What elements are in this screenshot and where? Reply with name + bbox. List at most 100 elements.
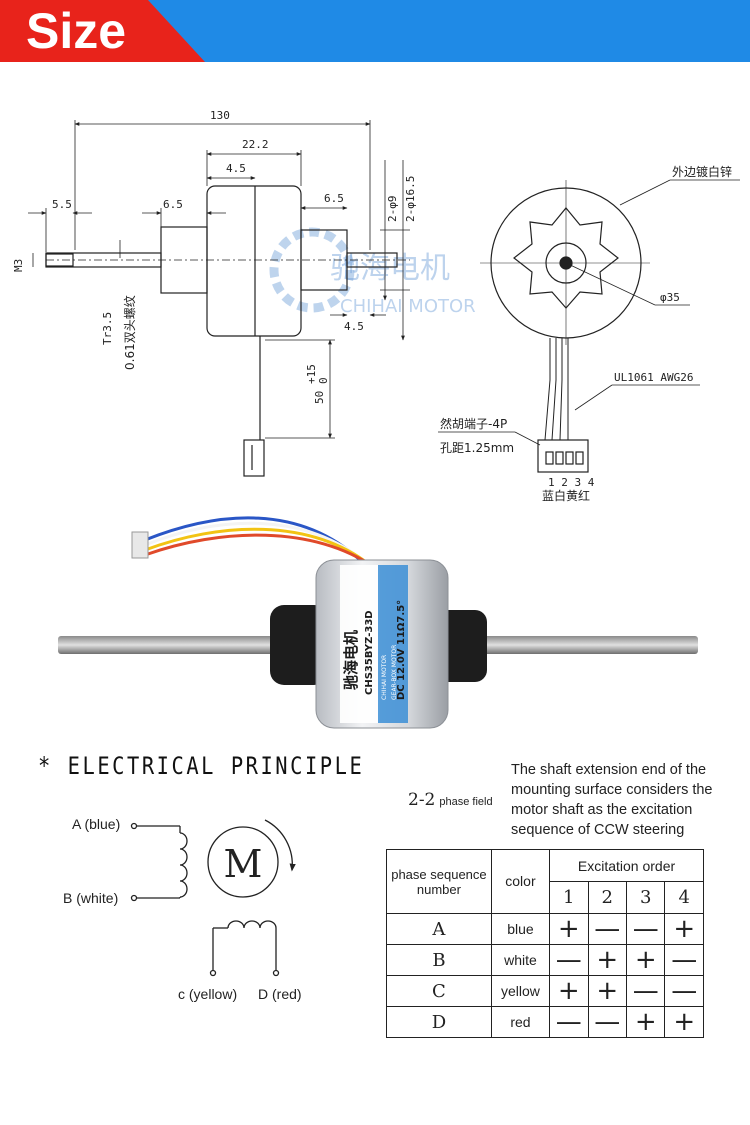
cell-sign: + — [587, 975, 628, 1007]
label-b-white: B (white) — [63, 890, 119, 906]
watermark-gear-icon — [269, 227, 355, 313]
dim-bore-small: 2-φ9 — [386, 196, 399, 223]
label-a-blue: A (blue) — [72, 816, 121, 832]
watermark: 驰海电机 CHIHAI MOTOR — [269, 227, 476, 317]
cell-sign: + — [549, 913, 589, 945]
dim-body-length: 22.2 — [242, 138, 269, 151]
dim-thread-tr: Tr3.5 — [101, 312, 114, 345]
cell-sign: — — [549, 944, 589, 976]
left-tip — [45, 253, 74, 267]
size-banner — [0, 0, 750, 62]
shaft-note: The shaft extension end of the mounting … — [511, 762, 713, 838]
dim-outer-dia: φ35 — [660, 291, 680, 304]
label-d-red: D (red) — [258, 986, 302, 1002]
front-wires — [544, 338, 569, 441]
header-excitation-order: Excitation order — [549, 849, 704, 882]
watermark-en: CHIHAI MOTOR — [340, 296, 476, 317]
photo-label-spec: DC 12.0V 11Ω7.5° — [396, 600, 407, 700]
cell-sign: — — [664, 944, 704, 976]
cell-sign: — — [664, 975, 704, 1007]
phase-field-big: 2-2 — [408, 790, 436, 810]
cell-color: blue — [490, 913, 551, 945]
cell-sign: + — [625, 1006, 666, 1038]
cell-sign: — — [587, 913, 628, 945]
right-lead-screw — [346, 252, 398, 268]
cell-phase: C — [386, 975, 492, 1007]
photo-wires — [144, 516, 376, 570]
dim-right-boss: 6.5 — [324, 192, 344, 205]
motor-photo: 驰海电机 CHS35BYZ-33D CHIHAI MOTOR GEAR-BOX … — [58, 516, 698, 729]
cell-color: white — [490, 944, 551, 976]
step-1: 1 — [549, 881, 589, 914]
front-view-motor — [480, 180, 650, 473]
cell-sign: — — [625, 975, 666, 1007]
dim-bore-large: 2-φ16.5 — [404, 176, 417, 222]
photo-label-sub: GEAR-BOX MOTOR — [391, 645, 398, 700]
note-connector: 然胡端子-4P — [440, 416, 507, 431]
phase-field-small: phase field — [439, 796, 493, 808]
dim-lead-tol-zero: 0 — [317, 377, 330, 384]
step-4: 4 — [664, 881, 704, 914]
photo-label-en: CHIHAI MOTOR — [381, 655, 388, 700]
motor-symbol — [207, 819, 296, 898]
front-leaders — [438, 179, 740, 446]
label-c-yellow: c (yellow) — [178, 986, 238, 1002]
cell-color: red — [490, 1006, 551, 1038]
side-view-motor — [45, 185, 410, 477]
coil-ab — [130, 822, 188, 902]
dim-total-length: 130 — [210, 109, 230, 122]
cell-sign: + — [549, 975, 589, 1007]
photo-label-blue — [378, 565, 408, 723]
left-boss — [160, 226, 208, 294]
motor-body — [206, 185, 302, 337]
motor-letter: M — [224, 842, 263, 886]
dim-thread-m3: M3 — [12, 259, 25, 272]
cell-sign: + — [625, 944, 666, 976]
front-connector — [537, 439, 589, 473]
step-2: 2 — [587, 881, 628, 914]
cell-sign: — — [549, 1006, 589, 1038]
cell-sign: + — [664, 913, 704, 945]
wiring-schematic: M — [130, 819, 296, 977]
dim-left-tip: 5.5 — [52, 198, 72, 211]
cell-sign: + — [587, 944, 628, 976]
dim-left-boss: 6.5 — [163, 198, 183, 211]
cell-color: yellow — [490, 975, 551, 1007]
dim-thread-pitch: 0.61双头螺纹 — [123, 295, 137, 370]
header-phase: phase sequence number — [386, 849, 492, 914]
note-pitch: 孔距1.25mm — [440, 441, 514, 455]
coil-cd — [209, 920, 280, 977]
watermark-cn: 驰海电机 — [330, 251, 450, 286]
note-pin-colors: 蓝白黄红 — [542, 488, 590, 502]
dim-lead-length: 50 — [313, 391, 326, 404]
photo-label-model: CHS35BYZ-33D — [364, 610, 375, 695]
cell-sign: — — [587, 1006, 628, 1038]
banner-red-tab — [0, 0, 205, 62]
header-color: color — [490, 849, 551, 914]
banner-title: Size — [26, 3, 127, 59]
excitation-table: phase sequence number color Excitation o… — [386, 849, 704, 1038]
electrical-principle-title: * ELECTRICAL PRINCIPLE — [38, 752, 365, 780]
photo-left-boss — [270, 605, 328, 685]
cell-sign: — — [625, 913, 666, 945]
connector-side — [243, 439, 265, 477]
photo-label-white — [340, 565, 380, 723]
cell-phase: B — [386, 944, 492, 976]
dimension-drawing: 驰海电机 CHIHAI MOTOR — [12, 109, 740, 502]
dim-flange: 4.5 — [226, 162, 246, 175]
cell-sign: + — [664, 1006, 704, 1038]
dim-lead-tol-plus: +15 — [305, 364, 318, 384]
note-pin-numbers: 1 2 3 4 — [548, 476, 595, 489]
dim-right-gap: 4.5 — [344, 320, 364, 333]
dimension-lines — [28, 120, 410, 439]
note-plating: 外边镀白锌 — [672, 164, 732, 179]
photo-label-cn: 驰海电机 — [342, 630, 360, 690]
step-3: 3 — [625, 881, 666, 914]
